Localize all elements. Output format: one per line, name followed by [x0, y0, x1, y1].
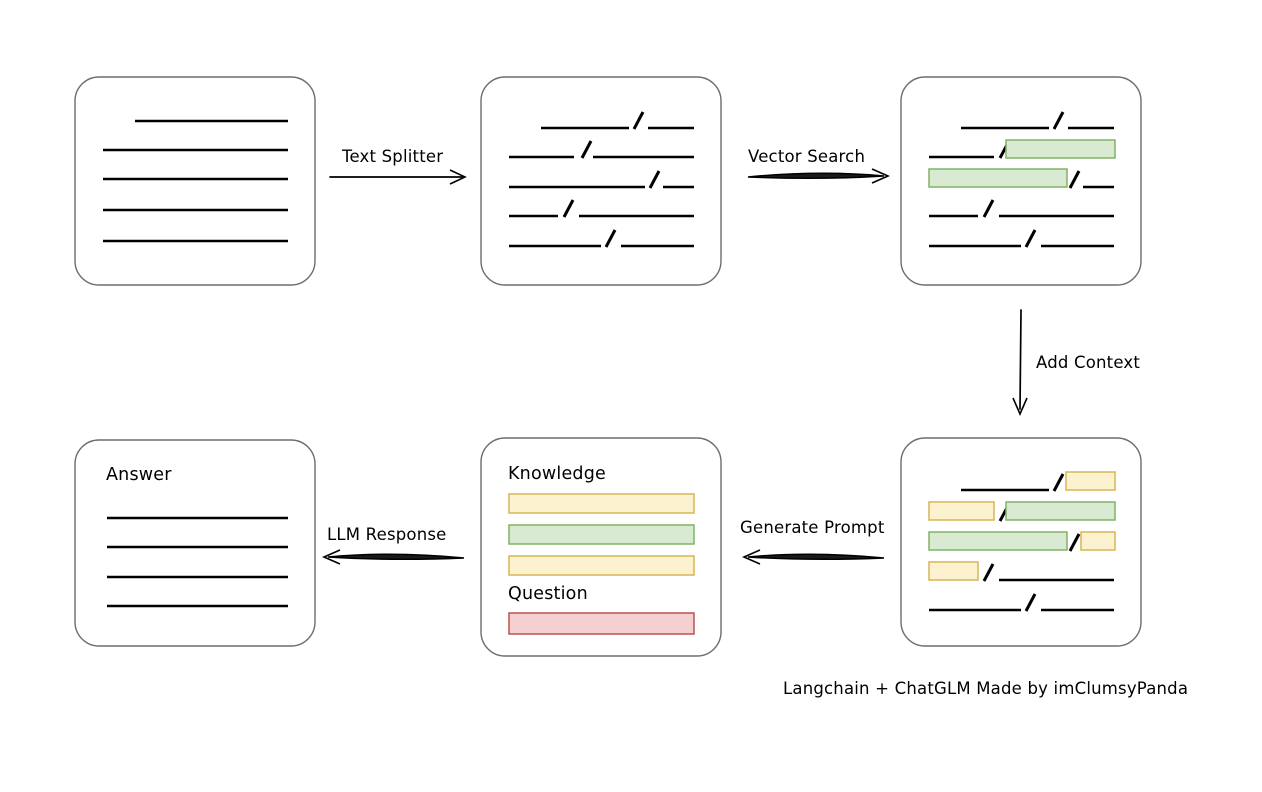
answer-box[interactable] — [74, 439, 316, 647]
prompt-row-yellow-2 — [508, 555, 695, 576]
node-source-document[interactable] — [74, 76, 316, 286]
answer-lines — [107, 516, 288, 608]
edge-label-generate-prompt: Generate Prompt — [740, 518, 885, 537]
split-chunks-lines — [509, 111, 694, 248]
prompt-question-rows — [508, 612, 695, 635]
highlight-green-3 — [1005, 501, 1116, 521]
context-added-chunks-lines — [928, 471, 1116, 612]
prompt-row-green-1 — [508, 524, 695, 545]
edge-text-splitter[interactable] — [329, 169, 467, 185]
highlight-yellow-4 — [928, 561, 979, 581]
node-prompt[interactable] — [480, 437, 722, 657]
edge-label-text-splitter: Text Splitter — [342, 147, 444, 166]
source-document-lines — [103, 119, 288, 243]
split-chunks-box[interactable] — [480, 76, 722, 286]
source-document-box[interactable] — [74, 76, 316, 286]
edge-label-vector-search: Vector Search — [748, 147, 866, 166]
vector-search-results-lines — [928, 111, 1116, 248]
node-vector-search-results[interactable] — [900, 76, 1142, 286]
node-answer[interactable] — [74, 439, 316, 647]
prompt-row-red-1 — [508, 612, 695, 635]
answer-heading: Answer — [106, 465, 172, 485]
edge-generate-prompt[interactable] — [742, 549, 885, 565]
edge-label-add-context: Add Context — [1036, 353, 1141, 372]
edge-add-context[interactable] — [1012, 309, 1028, 416]
prompt-knowledge-heading: Knowledge — [508, 464, 606, 484]
edge-llm-response[interactable] — [322, 549, 465, 565]
prompt-question-heading: Question — [508, 584, 588, 604]
footer-caption: Langchain + ChatGLM Made by imClumsyPand… — [783, 679, 1189, 698]
edge-label-llm-response: LLM Response — [327, 525, 447, 544]
highlight-green-4 — [928, 531, 1068, 551]
edge-vector-search[interactable] — [747, 168, 890, 184]
highlight-yellow-3 — [1080, 531, 1116, 551]
prompt-box[interactable] — [480, 437, 722, 657]
highlight-yellow-2 — [928, 501, 995, 521]
node-split-chunks[interactable] — [480, 76, 722, 286]
node-context-added-chunks[interactable] — [900, 437, 1142, 647]
prompt-knowledge-rows — [508, 493, 695, 576]
highlight-yellow-1 — [1065, 471, 1116, 491]
prompt-row-yellow-1 — [508, 493, 695, 514]
highlight-green-1 — [1005, 139, 1116, 159]
highlight-green-2 — [928, 168, 1068, 188]
